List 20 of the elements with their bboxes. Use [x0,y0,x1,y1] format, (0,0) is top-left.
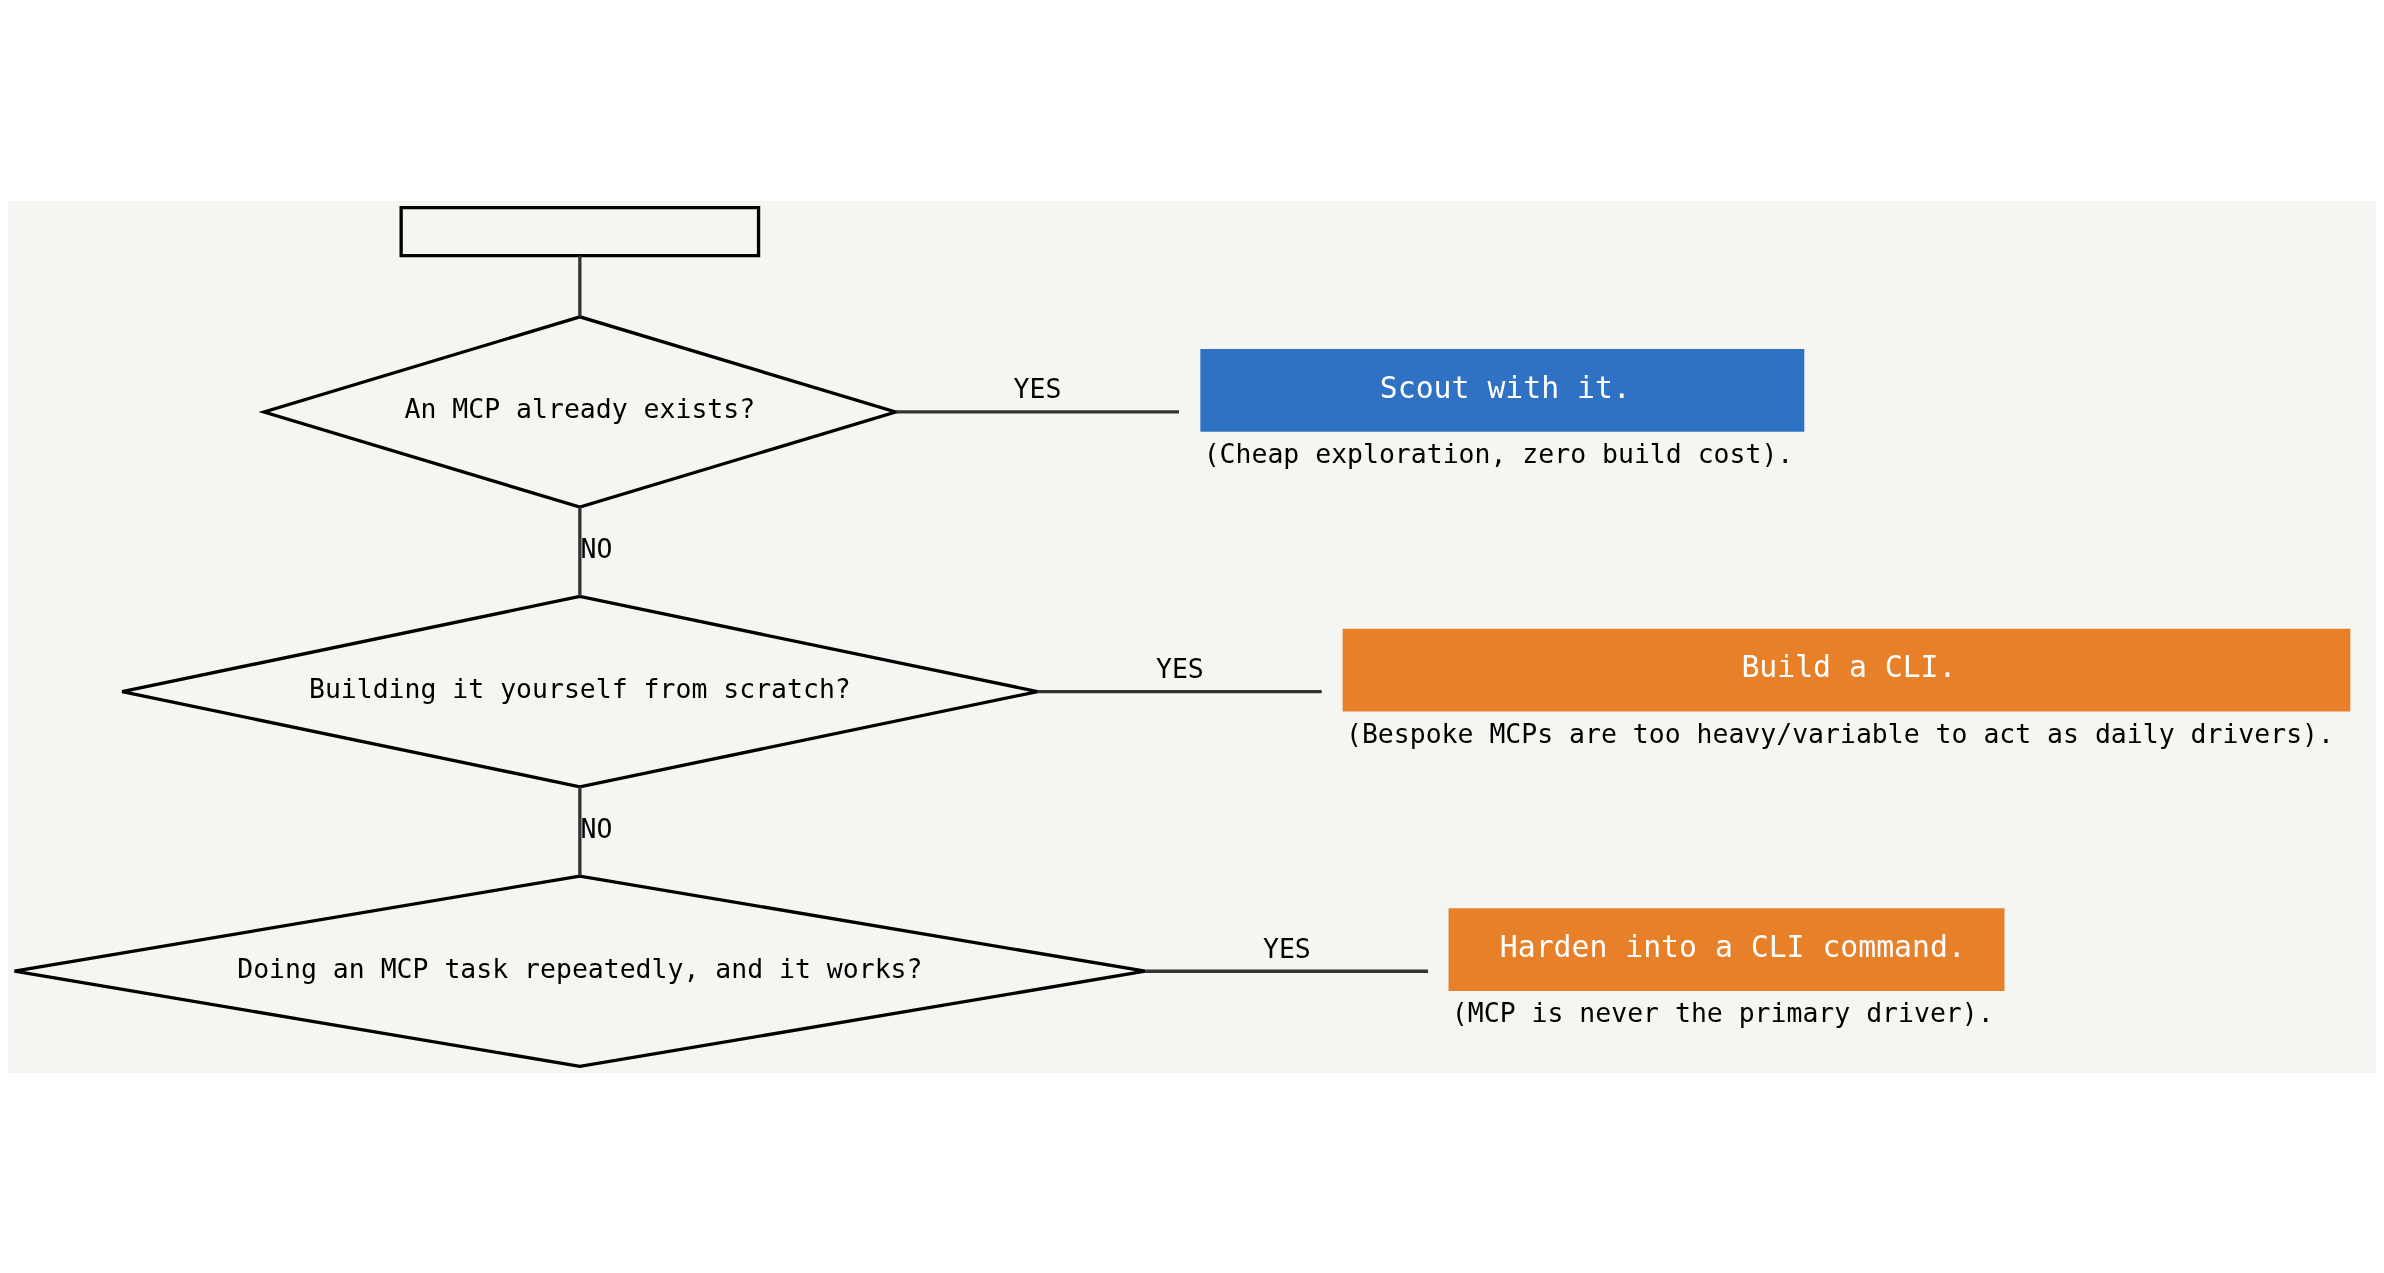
node-box: Scout with it. [1200,348,1805,432]
node-label: (MCP is never the primary driver). [1451,996,1994,1028]
connector [578,255,582,317]
connector [895,409,1179,414]
connector [578,506,582,596]
node-diamond: Doing an MCP task repeatedly, and it works? [12,873,1147,1068]
node-label: (Bespoke MCPs are too heavy/variable to act as daily drivers). [1345,717,2334,749]
node-diamond: Building it yourself from scratch? [120,594,1040,788]
connector [1037,689,1322,693]
node-box [399,205,761,257]
connector [1145,969,1429,973]
connector [578,786,582,876]
node-label: (Cheap exploration, zero build cost). [1203,437,1794,469]
edge-label: NO [580,812,613,844]
edge-label: YES [1262,932,1311,964]
edge-label: YES [1013,372,1062,404]
node-box: Build a CLI. [1342,628,2351,711]
node-box: Harden into a CLI command. [1448,907,2005,991]
edge-label: NO [580,532,613,564]
edge-label: YES [1156,652,1204,684]
